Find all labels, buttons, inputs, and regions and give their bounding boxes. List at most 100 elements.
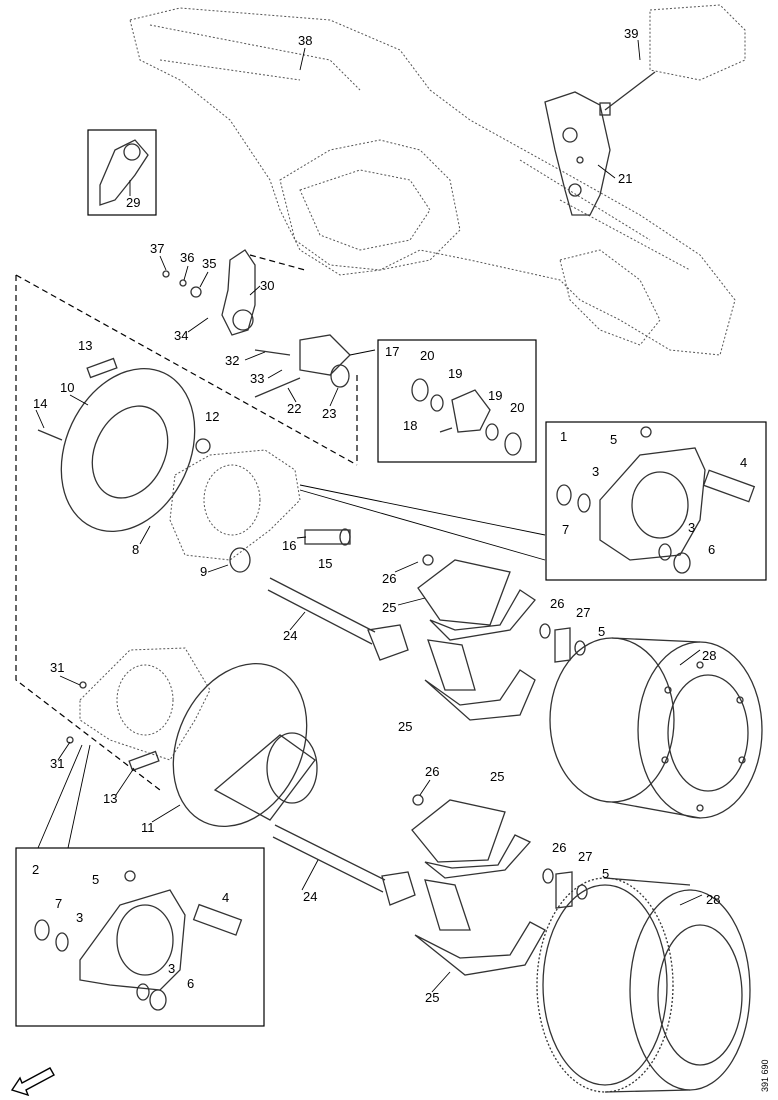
roller-part [542, 868, 554, 884]
adjuster-assembly [162, 249, 351, 398]
label-26c: 26 [425, 764, 439, 779]
anchor-bracket-1 [556, 426, 756, 574]
label-2: 2 [32, 862, 39, 877]
label-25b: 25 [398, 719, 412, 734]
label-7b: 7 [55, 896, 62, 911]
assembly-guide-lines [15, 254, 546, 791]
label-14: 14 [33, 396, 47, 411]
inset-box-29 [87, 129, 157, 216]
label-26a: 26 [382, 571, 396, 586]
brake-drum-lower [536, 877, 751, 1093]
spring-link-part [554, 627, 571, 663]
label-39: 39 [624, 26, 638, 41]
label-3d: 3 [168, 961, 175, 976]
label-36: 36 [180, 250, 194, 265]
label-20b: 20 [510, 400, 524, 415]
pin-part [304, 528, 351, 546]
dust-shield-part [37, 367, 196, 533]
roller-part [539, 623, 551, 639]
label-10: 10 [60, 380, 74, 395]
label-28a: 28 [702, 648, 716, 663]
spring-link-part [555, 871, 573, 909]
label-35: 35 [202, 256, 216, 271]
label-24b: 24 [303, 889, 317, 904]
bracket-part [544, 91, 611, 216]
label-28b: 28 [706, 892, 720, 907]
inset-box-1 [545, 421, 767, 581]
bushing-parts [411, 378, 522, 456]
label-27b: 27 [578, 849, 592, 864]
label-11: 11 [141, 820, 155, 835]
label-24a: 24 [283, 628, 297, 643]
inset-2-leader [67, 744, 91, 849]
label-31a: 31 [50, 660, 64, 675]
washer-part [574, 640, 586, 656]
label-13a: 13 [78, 338, 92, 353]
label-21: 21 [618, 171, 632, 186]
label-3a: 3 [592, 464, 599, 479]
label-17: 17 [385, 344, 399, 359]
label-3c: 3 [76, 910, 83, 925]
label-26d: 26 [552, 840, 566, 855]
label-7a: 7 [562, 522, 569, 537]
label-5a: 5 [610, 432, 617, 447]
label-34: 34 [174, 328, 188, 343]
plate-part-bottom [128, 750, 160, 772]
label-33: 33 [250, 371, 264, 386]
brake-spider-lower [79, 647, 211, 761]
label-1: 1 [560, 429, 567, 444]
side-reference-code: 391 690 [760, 1059, 770, 1092]
plate-part-top [86, 357, 118, 379]
label-37: 37 [150, 241, 164, 256]
anchor-bracket-2 [34, 870, 243, 1011]
plug-part [195, 438, 211, 454]
label-30: 30 [260, 278, 274, 293]
label-27a: 27 [576, 605, 590, 620]
label-18: 18 [403, 418, 417, 433]
rivet-part [79, 681, 87, 689]
label-13b: 13 [103, 791, 117, 806]
brake-shoes-upper [417, 559, 536, 721]
camshaft-lower [272, 824, 416, 906]
label-5c: 5 [602, 866, 609, 881]
label-3b: 3 [688, 520, 695, 535]
label-19b: 19 [488, 388, 502, 403]
label-5d: 5 [92, 872, 99, 887]
label-25d: 25 [425, 990, 439, 1005]
clip-part [412, 794, 424, 806]
dust-shield-lower [172, 662, 318, 828]
label-32: 32 [225, 353, 239, 368]
inset-box-17 [377, 339, 537, 463]
label-8: 8 [132, 542, 139, 557]
label-6b: 6 [187, 976, 194, 991]
brake-drum-upper [549, 637, 763, 819]
clip-part [422, 554, 434, 566]
label-4b: 4 [222, 890, 229, 905]
label-23: 23 [322, 406, 336, 421]
label-20a: 20 [420, 348, 434, 363]
label-38: 38 [298, 33, 312, 48]
part-labels: 38 39 21 29 37 36 35 30 34 32 33 22 23 1… [32, 26, 770, 1092]
label-9: 9 [200, 564, 207, 579]
leader-lines [35, 39, 703, 993]
arrow-down-left-icon [10, 1067, 55, 1097]
axle-housing [129, 4, 746, 356]
label-19a: 19 [448, 366, 462, 381]
label-29: 29 [126, 195, 140, 210]
label-22: 22 [287, 401, 301, 416]
label-6a: 6 [708, 542, 715, 557]
label-25a: 25 [382, 600, 396, 615]
label-16: 16 [282, 538, 296, 553]
label-4a: 4 [740, 455, 747, 470]
rivet-part [66, 736, 74, 744]
brake-spider-upper [169, 449, 301, 561]
label-15: 15 [318, 556, 332, 571]
label-26b: 26 [550, 596, 564, 611]
inset-2-leader [37, 744, 83, 849]
inset-box-2 [15, 847, 265, 1027]
bolt-part [599, 71, 656, 116]
label-31b: 31 [50, 756, 64, 771]
label-25c: 25 [490, 769, 504, 784]
label-5b: 5 [598, 624, 605, 639]
